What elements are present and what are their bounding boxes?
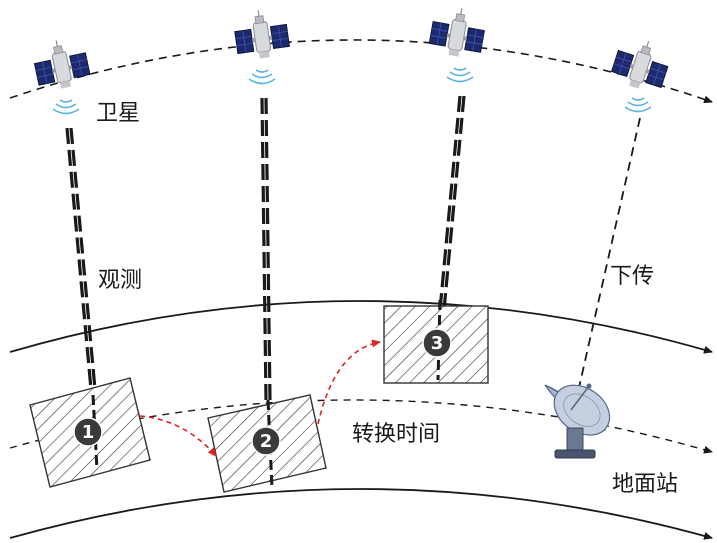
target-area-1: 1	[29, 377, 151, 488]
satellite-icon	[231, 6, 292, 63]
satellite-dish-icon	[544, 383, 611, 459]
signal-waves-icon	[52, 99, 80, 115]
downlink-label: 下传	[610, 264, 655, 289]
target-badge-2	[251, 426, 281, 456]
satellite-icon	[30, 34, 93, 94]
target-badge-1	[73, 417, 103, 447]
observation-beam-2b	[264, 97, 272, 401]
target-badge-3	[422, 328, 452, 358]
ground-station-label: 地面站	[612, 472, 679, 497]
observation-beam-1	[65, 127, 94, 401]
observation-beam-3	[438, 95, 462, 311]
signal-waves-icon	[248, 69, 276, 85]
switch-arrow-1-2	[139, 415, 217, 457]
ground-track-dashed	[9, 399, 713, 454]
target-area-2: 2	[207, 394, 327, 493]
observation-beam-2	[260, 97, 268, 401]
switch-arrow-2-3	[317, 339, 381, 425]
orbit-path	[9, 39, 713, 104]
satellite-label: 卫星	[96, 101, 141, 126]
target-area-3: 3	[383, 299, 489, 384]
switch-time-label: 转换时间	[352, 422, 441, 447]
target-number-3: 3	[431, 333, 444, 354]
earth-arc-lower	[9, 488, 713, 540]
signal-waves-icon	[624, 97, 652, 113]
observation-beam-1b	[69, 127, 98, 401]
target-number-2: 2	[260, 431, 273, 452]
observation-beam-3b	[442, 95, 466, 311]
earth-arc-upper	[9, 300, 713, 354]
signal-waves-icon	[446, 67, 474, 83]
downlink-beam	[577, 117, 641, 393]
satellite-icon	[427, 3, 489, 61]
target-number-1: 1	[82, 422, 95, 443]
observation-label: 观测	[98, 268, 143, 293]
